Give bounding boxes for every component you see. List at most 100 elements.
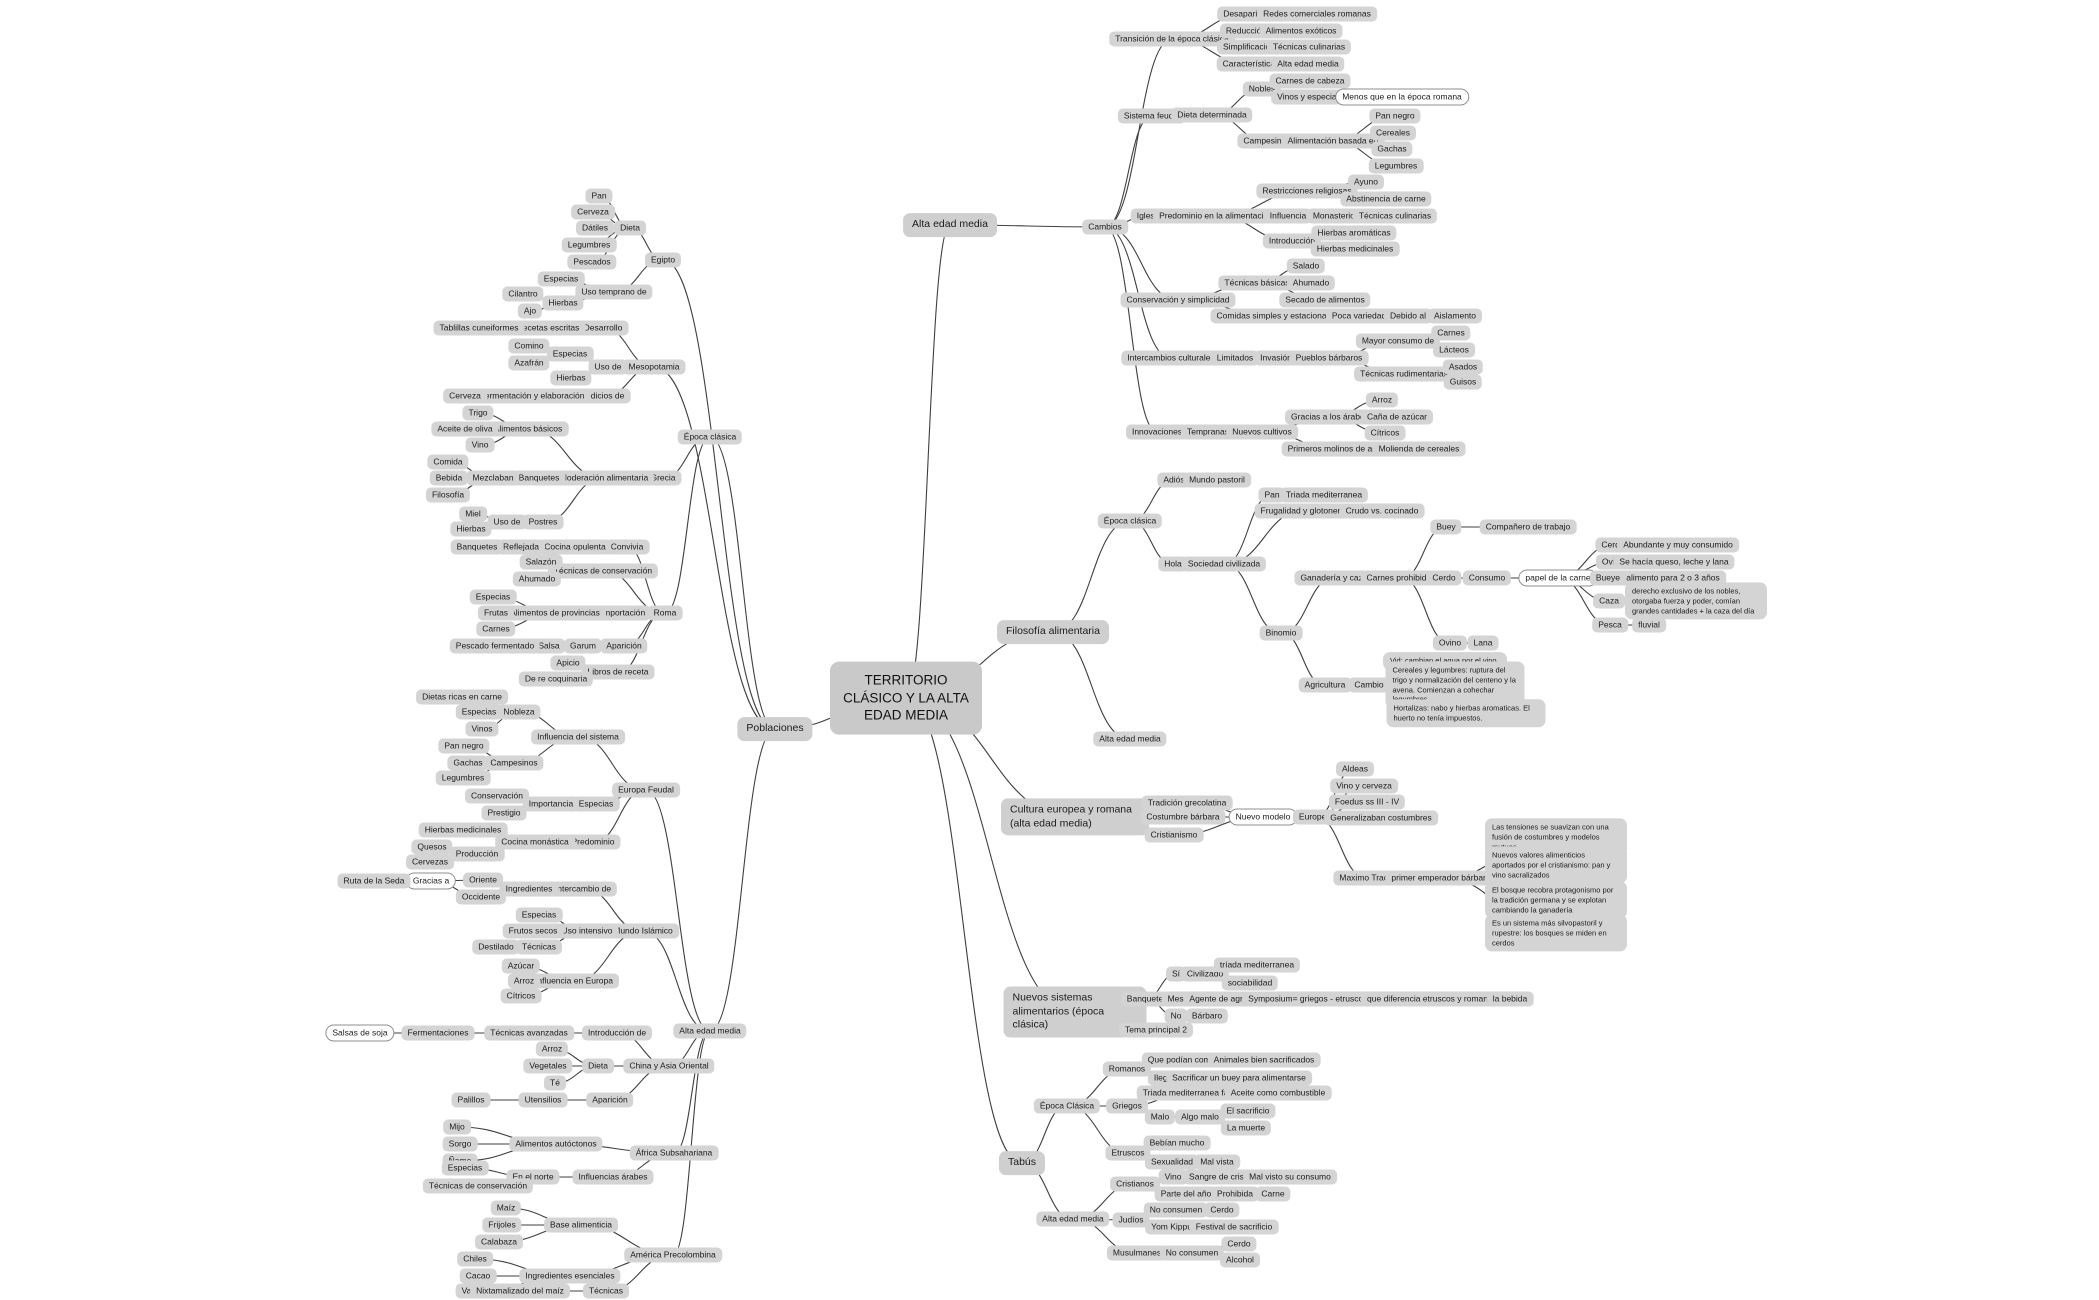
node-fi-consumo[interactable]: Consumo <box>1462 570 1512 586</box>
node-ch-dieta[interactable]: Dieta <box>582 1058 614 1074</box>
node-mi-occidente[interactable]: Occidente <box>455 889 507 905</box>
node-ig-abstinencia[interactable]: Abstinencia de carne <box>1340 191 1432 207</box>
node-cu-cristianismo[interactable]: Cristianismo <box>1144 827 1204 843</box>
node-ta-muerte[interactable]: La muerte <box>1220 1120 1272 1136</box>
node-mi-intercambio[interactable]: Intercambio de <box>548 881 618 897</box>
node-mi-graciasa[interactable]: Gracias a <box>405 872 457 890</box>
node-africa[interactable]: África Subsahariana <box>629 1145 719 1161</box>
node-cu-tradicion[interactable]: Tradición grecolatina <box>1141 795 1233 811</box>
node-ro-pescadof[interactable]: Pescado fermentado <box>449 638 541 654</box>
node-co-aislamento[interactable]: Aislamento <box>1427 308 1483 324</box>
node-am-calabaza[interactable]: Calabaza <box>475 1234 523 1250</box>
node-fi-crudo[interactable]: Crudo vs. cocinado <box>1339 503 1425 519</box>
node-ic-pueblos[interactable]: Pueblos bárbaros <box>1289 350 1369 366</box>
node-ch-tecavanzadas[interactable]: Técnicas avanzadas <box>484 1025 574 1041</box>
node-mi-citricos[interactable]: Cítricos <box>500 988 542 1004</box>
node-altaedad-l[interactable]: Alta edad media <box>673 1023 747 1039</box>
node-fi-adios[interactable]: Adiós <box>1157 472 1191 488</box>
node-ta-epoca[interactable]: Época Clásica <box>1033 1098 1101 1114</box>
node-ta-judios[interactable]: Judíos <box>1112 1212 1150 1228</box>
node-fi-sociedad[interactable]: Sociedad civilizada <box>1181 556 1267 572</box>
node-ta-malo[interactable]: Malo <box>1144 1109 1176 1125</box>
node-gr-banquetes[interactable]: Banquetes <box>512 470 566 486</box>
node-co-debido[interactable]: Debido al <box>1384 308 1432 324</box>
node-eg-cerveza[interactable]: Cerveza <box>571 204 615 220</box>
node-ig-introduccion[interactable]: Introducción <box>1262 233 1322 249</box>
node-ns-diferencia[interactable]: que diferencia etruscos y romanos <box>1361 991 1503 1007</box>
node-cu-maximo[interactable]: Maximo Tracio <box>1333 870 1401 886</box>
node-co-comidas[interactable]: Comidas simples y estacionales <box>1210 308 1344 324</box>
node-me-cerveza[interactable]: Cerveza <box>443 388 487 404</box>
node-aem-header[interactable]: Alta edad media <box>903 213 997 237</box>
node-gr-alimentos[interactable]: Alimentos básicos <box>487 421 569 437</box>
node-t-simplificacion[interactable]: Simplificación <box>1217 39 1281 55</box>
node-gr-moderacion[interactable]: Moderación alimentaria <box>553 470 655 486</box>
node-ro-alimprov[interactable]: Alimentos de provincias <box>504 605 606 621</box>
node-ta-musulmanes[interactable]: Musulmanes <box>1106 1245 1168 1261</box>
node-eg-ajo[interactable]: Ajo <box>517 303 543 319</box>
node-co-poca[interactable]: Poca variedad <box>1325 308 1393 324</box>
node-fi-alimento23[interactable]: alimento para 2 o 3 años <box>1620 570 1726 586</box>
node-fi-cambio[interactable]: Cambio <box>1348 677 1390 693</box>
node-ta-cerdo2[interactable]: Cerdo <box>1221 1236 1257 1252</box>
node-co-ahumado[interactable]: Ahumado <box>1286 275 1336 291</box>
node-ic-rudimentarias[interactable]: Técnicas rudimentarias <box>1354 366 1454 382</box>
node-me-usode[interactable]: Uso de <box>588 359 628 375</box>
node-in-molinos[interactable]: Primeros molinos de agua <box>1281 441 1393 457</box>
node-ic-guisos[interactable]: Guisos <box>1443 374 1483 390</box>
node-t-culinarias[interactable]: Técnicas culinarias <box>1266 39 1352 55</box>
node-ta-algomalo[interactable]: Algo malo <box>1175 1109 1225 1125</box>
node-am-tecnicas[interactable]: Técnicas <box>582 1283 630 1299</box>
node-ig-aromaticas[interactable]: Hierbas aromáticas <box>1311 225 1397 241</box>
node-ef-especias-n[interactable]: Especias <box>455 704 503 720</box>
node-gr-filosofia[interactable]: Filosofía <box>425 487 471 503</box>
node-fi-companero[interactable]: Compañero de trabajo <box>1479 519 1577 535</box>
node-in-arroz[interactable]: Arroz <box>1365 392 1399 408</box>
node-gr-comida[interactable]: Comida <box>427 454 469 470</box>
node-ta-triadafalsa[interactable]: Triada mediterranea falsa <box>1136 1085 1246 1101</box>
node-af-especias[interactable]: Especias <box>441 1160 489 1176</box>
node-in-cana[interactable]: Caña de azúcar <box>1360 409 1434 425</box>
node-europa-feudal[interactable]: Europa Feudal <box>612 782 680 798</box>
node-in-molienda[interactable]: Molienda de cereales <box>1372 441 1466 457</box>
node-ta-etruscos[interactable]: Etruscos <box>1105 1145 1151 1161</box>
node-ef-dietas[interactable]: Dietas ricas en carne <box>416 689 508 705</box>
node-ro-ahumado[interactable]: Ahumado <box>512 571 562 587</box>
node-ig-medicinales[interactable]: Hierbas medicinales <box>1310 241 1400 257</box>
node-ta-prohibida[interactable]: Prohibida <box>1211 1186 1259 1202</box>
node-eg-especias[interactable]: Especias <box>537 271 585 287</box>
node-fi-caza[interactable]: Caza <box>1593 593 1625 609</box>
node-af-influencias[interactable]: Influencias árabes <box>572 1169 654 1185</box>
node-mi-oriente[interactable]: Oriente <box>463 872 503 888</box>
node-innovaciones[interactable]: Innovaciones <box>1125 424 1189 440</box>
node-sf-vinosespecias[interactable]: Vinos y especias <box>1271 89 1347 105</box>
node-ro-garum[interactable]: Garum <box>564 638 602 654</box>
node-sf-legumbres[interactable]: Legumbres <box>1368 158 1424 174</box>
node-ta-noconsumen2[interactable]: No consumen <box>1159 1245 1225 1261</box>
node-ef-quesos[interactable]: Quesos <box>411 839 453 855</box>
node-mi-destilado[interactable]: Destilado <box>472 939 520 955</box>
node-ic-invasion[interactable]: Invasión <box>1254 350 1298 366</box>
node-am-base[interactable]: Base alimenticia <box>544 1217 618 1233</box>
node-cu-bosque[interactable]: El bosque recobra protagonismo por la tr… <box>1485 881 1627 919</box>
node-mi-arroz[interactable]: Arroz <box>507 973 541 989</box>
node-china[interactable]: China y Asia Oriental <box>623 1058 715 1074</box>
node-ch-palillos[interactable]: Palillos <box>451 1092 491 1108</box>
node-me-desarrollo[interactable]: Desarrollo <box>577 320 629 336</box>
node-eg-pescados[interactable]: Pescados <box>567 254 617 270</box>
node-me-azafran[interactable]: Azafrán <box>508 355 550 371</box>
node-mi-influencia[interactable]: Influencia en Europa <box>529 973 619 989</box>
node-am-chiles[interactable]: Chiles <box>457 1251 493 1267</box>
node-ig-restricciones[interactable]: Restricciones religiosas <box>1256 183 1358 199</box>
node-ns-banquete[interactable]: Banquete <box>1120 991 1170 1007</box>
node-fi-binomio[interactable]: Binomio <box>1259 625 1303 641</box>
node-eg-hierbas[interactable]: Hierbas <box>542 295 584 311</box>
node-ef-campesinos[interactable]: Campesinos <box>484 755 544 771</box>
node-fi-derecho[interactable]: derecho exclusivo de los nobles, otorgab… <box>1625 582 1767 620</box>
node-sistemafeudal[interactable]: Sistema feudal <box>1117 108 1187 124</box>
node-filosofia[interactable]: Filosofía alimentaria <box>997 620 1109 644</box>
node-mi-azucar[interactable]: Azúcar <box>501 958 541 974</box>
node-sf-menos[interactable]: Menos que en la época romana <box>1335 88 1469 106</box>
node-ta-yomkippur[interactable]: Yom Kippur <box>1145 1219 1201 1235</box>
node-ef-importancia[interactable]: Importancia <box>522 796 580 812</box>
